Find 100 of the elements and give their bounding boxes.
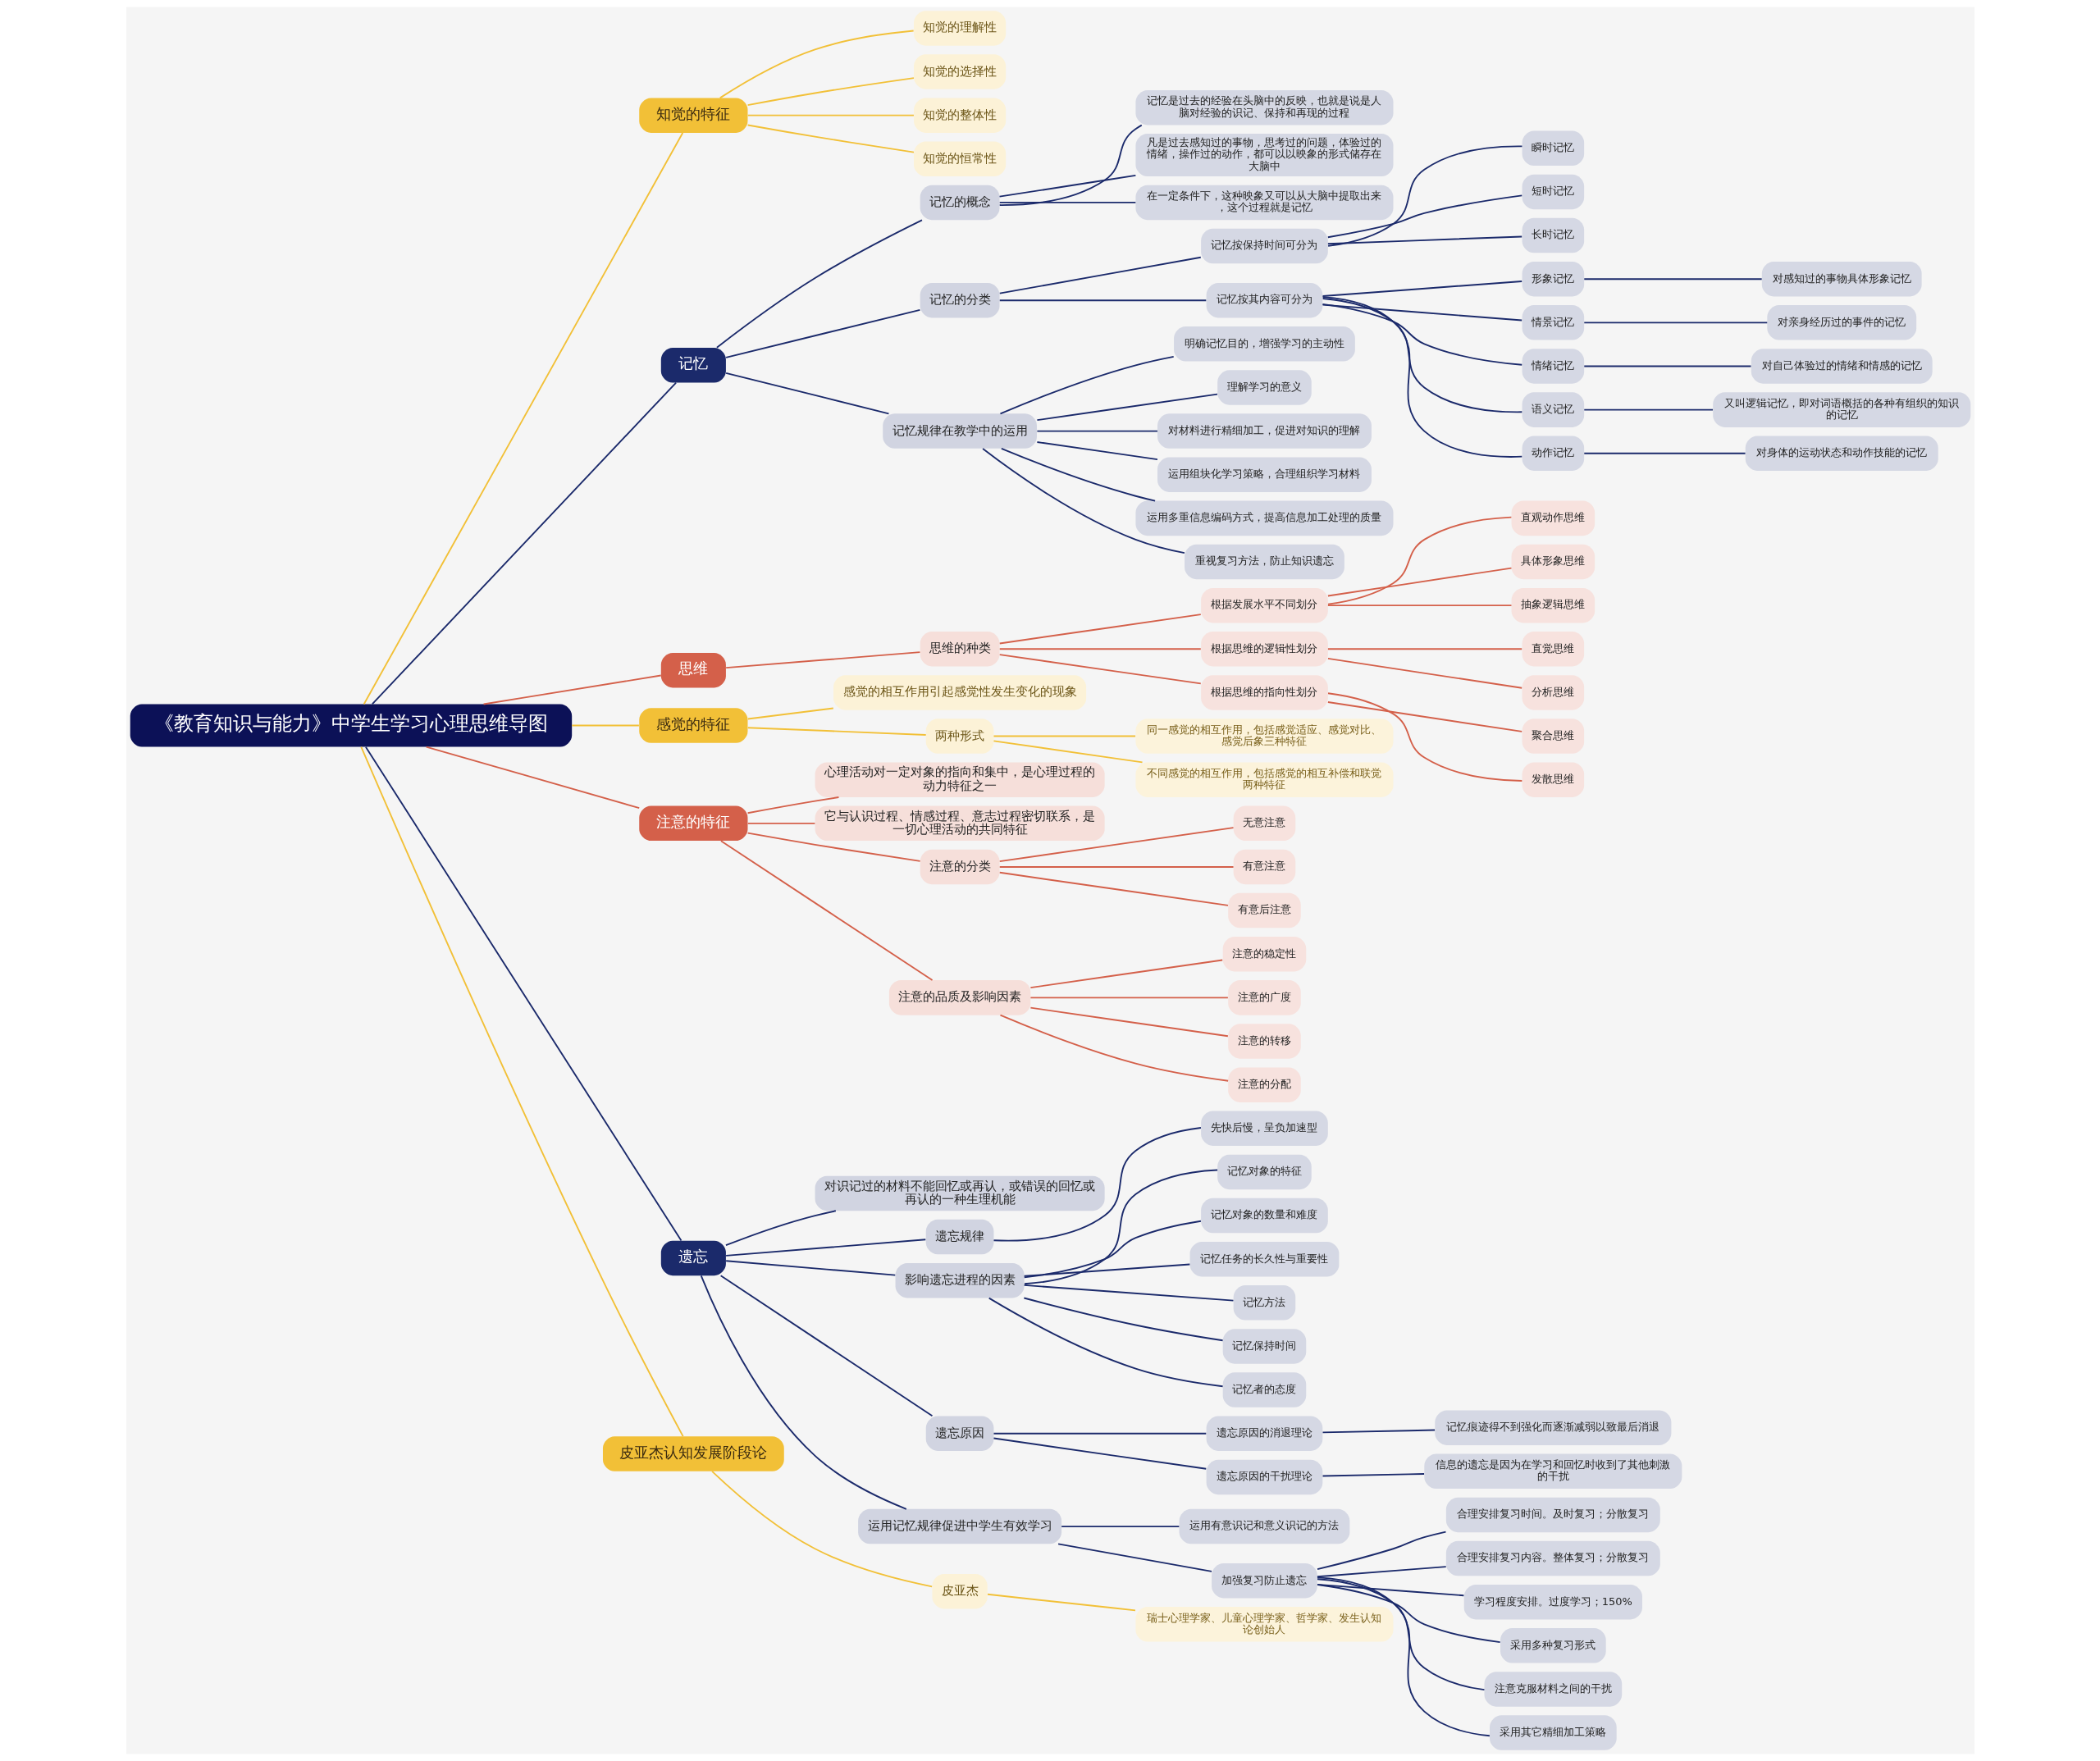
node-box: 对自己体验过的情绪和情感的记忆 [1751, 349, 1933, 384]
connector [1582, 322, 1768, 324]
node-box: 心理活动对一定对象的指向和集中，是心理过程的动力特征之一 [815, 762, 1105, 797]
node-box: 在一定条件下，这种映象又可以从大脑中提取出来，这个过程就是记忆 [1134, 185, 1393, 221]
connector [1035, 393, 1218, 422]
node-box: 遗忘原因的消退理论 [1206, 1416, 1322, 1451]
connector [986, 1593, 1136, 1612]
node-box: 瑞士心理学家、儿童心理学家、哲学家、发生认知论创始人 [1134, 1607, 1393, 1642]
node-box: 记忆按其内容可分为 [1206, 282, 1322, 318]
connector [998, 866, 1234, 868]
node-box: 知觉的特征 [638, 98, 747, 133]
node-box: 抽象逻辑思维 [1511, 587, 1595, 623]
connector [998, 256, 1202, 294]
node-box: 遗忘原因的干扰理论 [1206, 1459, 1322, 1495]
connector [993, 1432, 1207, 1435]
connector [1326, 235, 1522, 245]
node-box: 明确记忆目的，增强学习的主动性 [1173, 326, 1355, 362]
node-box: 发散思维 [1522, 762, 1584, 797]
node-box: 记忆任务的长久性与重要性 [1189, 1241, 1339, 1277]
connector [746, 822, 815, 824]
node-box: 《教育知识与能力》中学生学习心理思维导图 [130, 704, 572, 747]
connector [482, 674, 662, 705]
node-box: 记忆方法 [1233, 1285, 1295, 1321]
node-box: 具体形象思维 [1511, 544, 1595, 580]
connector [1326, 567, 1512, 597]
connector [981, 448, 1185, 554]
connector [746, 832, 921, 862]
connector [998, 654, 1202, 685]
node-box: 对感知过的事物具体形象记忆 [1761, 261, 1922, 297]
connector [988, 1297, 1224, 1388]
connector [993, 1437, 1207, 1470]
node-box: 根据发展水平不同划分 [1200, 587, 1328, 623]
connector [1326, 604, 1512, 607]
node-box: 思维 [660, 653, 726, 688]
node-box: 对亲身经历过的事件的记忆 [1766, 305, 1916, 340]
connector [1322, 1473, 1425, 1477]
node-box: 运用有意识记和意义识记的方法 [1179, 1508, 1349, 1544]
node-box: 记忆对象的数量和难度 [1200, 1198, 1328, 1234]
node-box: 遗忘规律 [925, 1219, 993, 1255]
connector [570, 724, 640, 727]
connector [1582, 365, 1751, 367]
connector [998, 174, 1136, 198]
connector [998, 827, 1234, 863]
connector [1029, 959, 1223, 989]
node-box: 又叫逻辑记忆，即对词语概括的各种有组织的知识的记忆 [1712, 392, 1970, 427]
node-box: 根据思维的指向性划分 [1200, 675, 1328, 710]
node-box: 直觉思维 [1522, 632, 1584, 667]
node-box: 知觉的整体性 [913, 98, 1006, 133]
node-box: 直观动作思维 [1511, 500, 1595, 536]
node-box: 有意后注意 [1227, 892, 1301, 928]
connector [1582, 408, 1714, 411]
node-box: 它与认识过程、情感过程、意志过程密切联系，是一切心理活动的共同特征 [815, 805, 1105, 842]
node-box: 注意的广度 [1227, 980, 1301, 1015]
connector [1322, 303, 1522, 322]
node-box: 记忆痕迹得不到强化而逐渐减弱以致最后消退 [1434, 1410, 1671, 1445]
node-box: 无意注意 [1233, 805, 1295, 842]
connector [1326, 516, 1512, 605]
node-box: 动作记忆 [1522, 436, 1584, 471]
node-box: 情景记忆 [1522, 305, 1584, 340]
node-box: 记忆规律在教学中的运用 [882, 413, 1037, 449]
node-box: 分析思维 [1522, 675, 1584, 710]
node-box: 记忆按保持时间可分为 [1200, 228, 1328, 264]
connector [719, 840, 933, 981]
connector [746, 727, 927, 736]
connector [993, 1127, 1202, 1242]
connector [425, 746, 640, 810]
connector [1316, 1566, 1447, 1578]
connector [1023, 1263, 1190, 1277]
connector [1035, 430, 1158, 432]
node-box: 感觉的相互作用引起感觉性发生变化的现象 [833, 675, 1086, 710]
node-box: 加强复习防止遗忘 [1211, 1563, 1317, 1599]
node-box: 两种形式 [925, 719, 993, 754]
node-box: 思维的种类 [920, 632, 999, 667]
connector [746, 796, 839, 814]
connector [1316, 1576, 1491, 1737]
connector [724, 1210, 837, 1247]
node-box: 长时记忆 [1522, 217, 1584, 253]
node-box: 皮亚杰认知发展阶段论 [602, 1436, 784, 1471]
connector [719, 1275, 933, 1417]
connector [363, 132, 683, 705]
connector [1326, 145, 1522, 247]
connector [724, 1239, 926, 1257]
node-box: 运用多重信息编码方式，提高信息加工处理的质量 [1134, 500, 1393, 536]
node-box: 记忆的概念 [920, 185, 999, 221]
connector [1582, 278, 1763, 281]
node-box: 记忆者的态度 [1222, 1372, 1306, 1407]
connector [371, 381, 677, 705]
connector [724, 372, 889, 415]
connector [1000, 448, 1156, 502]
connector [1326, 657, 1522, 689]
connector [998, 299, 1207, 302]
connector [1316, 1584, 1501, 1644]
node-box: 合理安排复习时间。及时复习；分散复习 [1445, 1497, 1660, 1533]
connector [1322, 281, 1522, 297]
connector [1023, 1169, 1218, 1285]
connector [1322, 298, 1522, 413]
node-box: 根据思维的逻辑性划分 [1200, 632, 1328, 667]
node-box: 采用多种复习形式 [1500, 1628, 1606, 1663]
connector [1326, 194, 1522, 239]
connector [993, 735, 1136, 737]
